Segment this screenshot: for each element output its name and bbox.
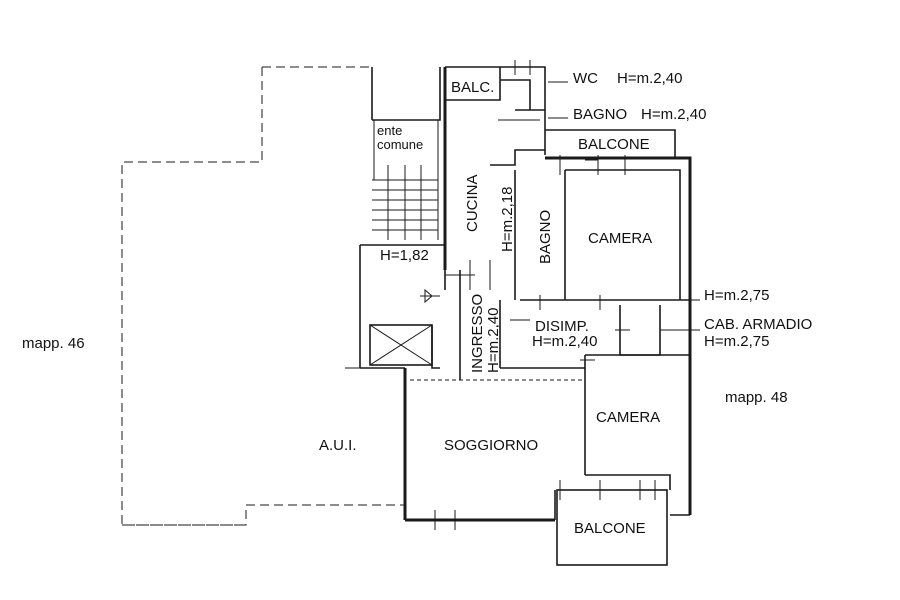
bagno-top-height-label: H=m.2,40 xyxy=(641,106,706,123)
wc-height-label: H=m.2,40 xyxy=(617,70,682,87)
aui-label: A.U.I. xyxy=(319,437,357,454)
comune-label: comune xyxy=(377,137,423,152)
camera-bottom-label: CAMERA xyxy=(596,409,660,426)
ingresso-height-label: H=m.2,40 xyxy=(485,308,502,373)
mapp46-label: mapp. 46 xyxy=(22,335,85,352)
camera-top-label: CAMERA xyxy=(588,230,652,247)
balc-small-label: BALC. xyxy=(451,79,494,96)
aui-boundary xyxy=(121,66,405,526)
bagno-mid-label: BAGNO xyxy=(537,210,554,264)
cab-armadio-label: CAB. ARMADIO xyxy=(704,316,812,333)
apartment-walls xyxy=(403,66,692,566)
height-275-top-label: H=m.2,75 xyxy=(704,287,769,304)
ingresso-label: INGRESSO xyxy=(469,294,486,373)
mapp48-label: mapp. 48 xyxy=(725,389,788,406)
leader-lines xyxy=(548,81,700,331)
disimp-label: DISIMP. xyxy=(535,318,589,335)
room-labels: WC H=m.2,40 BAGNO H=m.2,40 BALC. BALCONE… xyxy=(22,70,812,537)
cab-armadio-height-label: H=m.2,75 xyxy=(704,333,769,350)
wc-label: WC xyxy=(573,70,598,87)
balcone-top-label: BALCONE xyxy=(578,136,650,153)
bagno-top-label: BAGNO xyxy=(573,106,627,123)
cucina-height-label: H=m.2,18 xyxy=(499,187,516,252)
cucina-label: CUCINA xyxy=(464,174,481,232)
stair-height-label: H=1,82 xyxy=(380,247,429,264)
stair-area xyxy=(345,67,446,369)
opening-marks xyxy=(434,60,656,530)
balcone-bottom-label: BALCONE xyxy=(574,520,646,537)
ente-label: ente xyxy=(377,123,402,138)
disimp-height-label: H=m.2,40 xyxy=(532,333,597,350)
soggiorno-label: SOGGIORNO xyxy=(444,437,538,454)
